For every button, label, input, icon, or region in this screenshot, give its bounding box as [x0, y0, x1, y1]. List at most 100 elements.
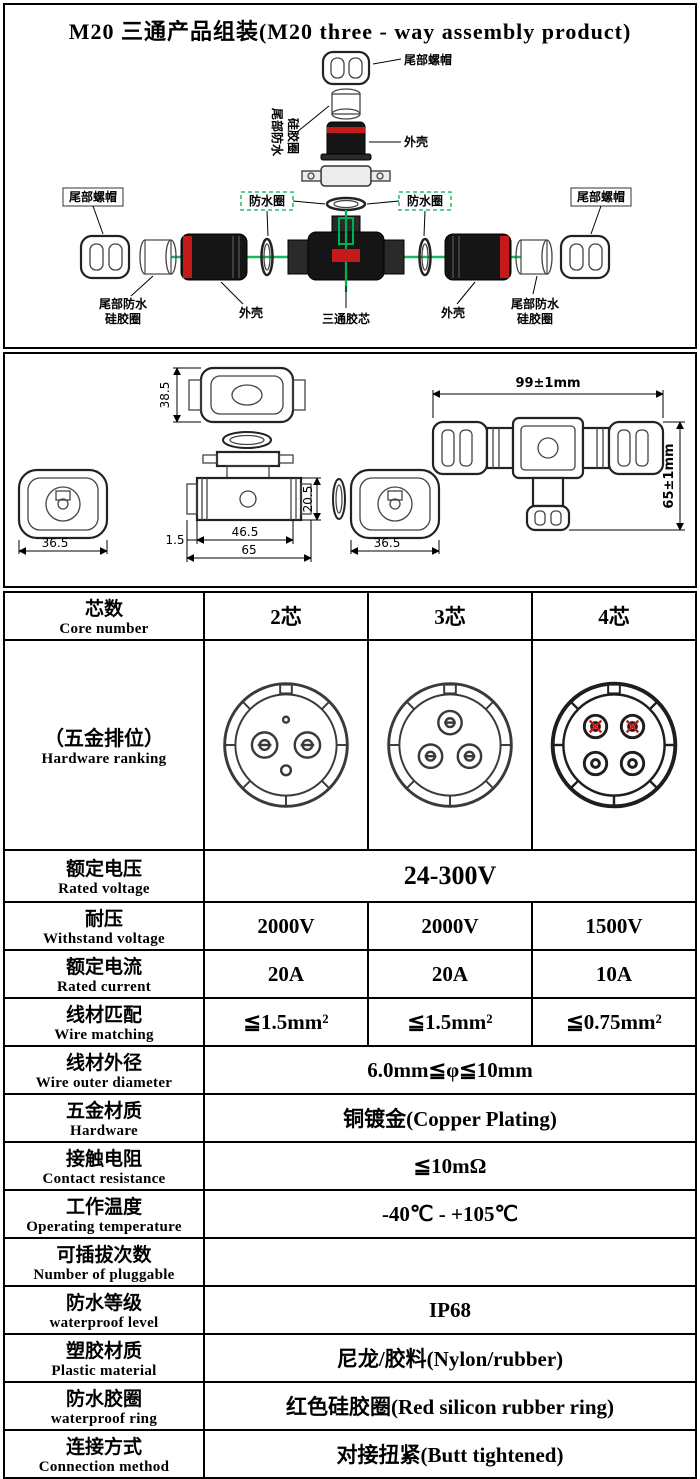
oring-side-view: [332, 478, 346, 520]
row-label-wire-matching: 线材匹配 Wire matching: [3, 997, 205, 1047]
waterproof-oring-right: [418, 237, 432, 277]
waterproof-oring-top: [325, 196, 367, 212]
t-assembly-view: [431, 416, 665, 532]
row-connection-method: 连接方式 Connection method 对接扭紧(Butt tighten…: [3, 1429, 697, 1479]
connector-face-view-left: [17, 468, 109, 540]
dim-overall-width: 99±1mm: [515, 376, 580, 391]
withstand-4core: 1500V: [531, 901, 697, 951]
dim-face-width-right: 36.5: [374, 536, 401, 550]
waterproof-ring-label-right: 防水圈: [407, 193, 443, 208]
row-plastic-material: 塑胶材质 Plastic material 尼龙/胶料(Nylon/rubber…: [3, 1333, 697, 1383]
core-count-3: 3芯: [367, 591, 533, 641]
tail-seal-label-vertical-1: 尾部防水: [270, 108, 285, 157]
core-face-2-image: [223, 682, 349, 808]
tail-seal-left-part: [139, 239, 177, 275]
current-2core: 20A: [203, 949, 369, 999]
tail-seal-label-vertical-2: 硅胶圈: [286, 118, 301, 154]
exploded-diagram: 尾部螺帽 尾部防水 硅胶圈 外壳: [62, 50, 632, 326]
plastic-material-value: 尼龙/胶料(Nylon/rubber): [203, 1333, 697, 1383]
row-label-core: 芯数 Core number: [3, 591, 205, 641]
row-label-rated-voltage: 额定电压 Rated voltage: [3, 849, 205, 903]
row-label-waterproof-ring: 防水胶圈 waterproof ring: [3, 1381, 205, 1431]
polarity-marks: [588, 719, 640, 734]
withstand-3core: 2000V: [367, 901, 533, 951]
waterproof-oring-left: [260, 237, 274, 277]
row-operating-temperature: 工作温度 Operating temperature -40℃ - +105℃: [3, 1189, 697, 1239]
shell-label-right: 外壳: [441, 305, 465, 320]
dim-total-width: 65: [241, 543, 256, 557]
dim-body-height: 20.5: [301, 486, 315, 513]
dim-top-height: 38.5: [158, 382, 172, 409]
row-label-withstand-voltage: 耐压 Withstand voltage: [3, 901, 205, 951]
page-title: M20 三通产品组装(M20 three - way assembly prod…: [68, 19, 632, 44]
waterproof-ring-value: 红色硅胶圈(Red silicon rubber ring): [203, 1381, 697, 1431]
face-image-2core: [203, 639, 369, 851]
core-label: 三通胶芯: [322, 311, 370, 326]
dimension-drawing-section: 36.5 38.5: [3, 352, 697, 588]
exploded-view-section: M20 三通产品组装(M20 three - way assembly prod…: [3, 3, 697, 349]
row-withstand-voltage: 耐压 Withstand voltage 2000V 2000V 1500V: [3, 901, 697, 951]
tail-nut-label-top: 尾部螺帽: [404, 52, 452, 67]
tail-seal-top-part: [331, 88, 361, 120]
hardware-material-value: 铜镀金(Copper Plating): [203, 1093, 697, 1143]
tail-nut-right-part: [559, 234, 611, 280]
core-face-4-image: [550, 681, 678, 809]
oring-top-view: [222, 431, 272, 449]
row-label-waterproof-level: 防水等级 waterproof level: [3, 1285, 205, 1335]
spec-table: 芯数 Core number 2芯 3芯 4芯 （五金排位） Hardware …: [3, 591, 697, 1479]
tail-seal-label-left-2: 硅胶圈: [105, 311, 141, 326]
row-rated-voltage: 额定电压 Rated voltage 24-300V: [3, 849, 697, 903]
waterproof-ring-label-left: 防水圈: [249, 193, 285, 208]
operating-temperature-value: -40℃ - +105℃: [203, 1189, 697, 1239]
row-waterproof-level: 防水等级 waterproof level IP68: [3, 1285, 697, 1335]
mount-flange-part: [301, 165, 391, 187]
row-wire-matching: 线材匹配 Wire matching ≦1.5mm² ≦1.5mm² ≦0.75…: [3, 997, 697, 1047]
contact-resistance-value: ≦10mΩ: [203, 1141, 697, 1191]
shell-top-part: [320, 121, 372, 161]
wire-4core: ≦0.75mm²: [531, 997, 697, 1047]
shell-label-top: 外壳: [404, 134, 428, 149]
dim-face-width-left: 36.5: [42, 536, 69, 550]
current-4core: 10A: [531, 949, 697, 999]
tail-seal-label-right-2: 硅胶圈: [517, 311, 553, 326]
dim-body-width: 46.5: [232, 525, 259, 539]
row-label-ranking: （五金排位） Hardware ranking: [3, 639, 205, 851]
row-pluggable-times: 可插拔次数 Number of pluggable: [3, 1237, 697, 1287]
tail-seal-label-right-1: 尾部防水: [511, 296, 560, 311]
row-core-number: 芯数 Core number 2芯 3芯 4芯: [3, 591, 697, 641]
row-label-hardware-material: 五金材质 Hardware: [3, 1093, 205, 1143]
rated-voltage-value: 24-300V: [203, 849, 697, 903]
row-hardware-ranking: （五金排位） Hardware ranking: [3, 639, 697, 851]
core-count-2: 2芯: [203, 591, 369, 641]
row-waterproof-ring: 防水胶圈 waterproof ring 红色硅胶圈(Red silicon r…: [3, 1381, 697, 1431]
row-label-contact-resistance: 接触电阻 Contact resistance: [3, 1141, 205, 1191]
tail-nut-label-left: 尾部螺帽: [69, 189, 117, 204]
pluggable-times-value: [203, 1237, 697, 1287]
shell-left-part: [180, 233, 248, 281]
row-label-wire-outer-diameter: 线材外径 Wire outer diameter: [3, 1045, 205, 1095]
face-image-4core: [531, 639, 697, 851]
tail-seal-label-left-1: 尾部防水: [99, 296, 148, 311]
row-wire-outer-diameter: 线材外径 Wire outer diameter 6.0mm≦φ≦10mm: [3, 1045, 697, 1095]
dimension-diagram: 36.5 38.5: [17, 366, 685, 562]
tail-nut-label-right: 尾部螺帽: [577, 189, 625, 204]
side-view: [186, 450, 312, 522]
core-count-4: 4芯: [531, 591, 697, 641]
connector-face-view-mid: [349, 468, 441, 540]
wire-3core: ≦1.5mm²: [367, 997, 533, 1047]
tail-nut-top-part: [321, 50, 371, 86]
spec-sheet: M20 三通产品组装(M20 three - way assembly prod…: [3, 3, 697, 1479]
face-image-3core: [367, 639, 533, 851]
shell-right-part: [444, 233, 512, 281]
wire-2core: ≦1.5mm²: [203, 997, 369, 1047]
connection-method-value: 对接扭紧(Butt tightened): [203, 1429, 697, 1479]
three-way-core-part: [287, 210, 405, 292]
top-view: [188, 366, 306, 424]
shell-label-left: 外壳: [239, 305, 263, 320]
row-label-plastic-material: 塑胶材质 Plastic material: [3, 1333, 205, 1383]
waterproof-level-value: IP68: [203, 1285, 697, 1335]
tail-seal-right-part: [515, 239, 553, 275]
row-label-pluggable-times: 可插拔次数 Number of pluggable: [3, 1237, 205, 1287]
core-face-3-image: [387, 682, 513, 808]
tail-nut-left-part: [79, 234, 131, 280]
